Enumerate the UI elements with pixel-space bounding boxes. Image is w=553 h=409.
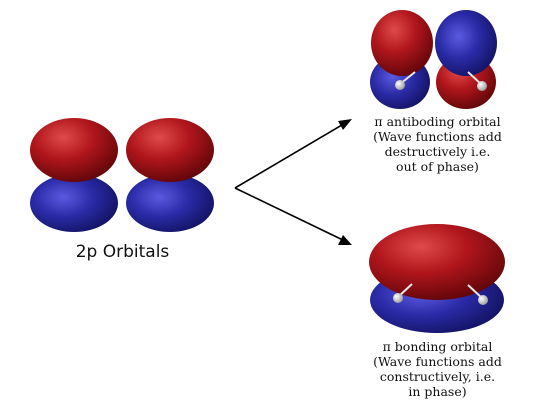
arrows	[234, 119, 352, 245]
antibonding-line: destructively i.e.	[384, 144, 491, 159]
p-orbital-right	[126, 118, 214, 232]
antibonding-line: (Wave functions add	[373, 129, 502, 144]
antibonding-caption: π antiboding orbital (Wave functions add…	[355, 114, 520, 174]
atom	[477, 81, 487, 91]
red-lobe	[369, 224, 505, 300]
bonding-caption: π bonding orbital (Wave functions add co…	[355, 339, 520, 399]
arrow-to-antibonding	[234, 121, 348, 189]
atom	[395, 80, 405, 90]
bonding-line: in phase)	[408, 384, 467, 399]
bonding-line: (Wave functions add	[373, 354, 502, 369]
p-orbitals-label: 2p Orbitals	[75, 242, 170, 262]
pi-antibonding-orbital	[370, 10, 497, 109]
pi-bonding-orbital	[369, 224, 505, 333]
atom	[393, 293, 403, 303]
arrowhead-icon	[338, 235, 352, 245]
antibonding-line: out of phase)	[396, 159, 479, 174]
blue-lobe	[435, 10, 497, 76]
blue-lobe	[30, 174, 118, 232]
p-orbital-left	[30, 118, 118, 232]
bonding-title: π bonding orbital	[382, 339, 493, 354]
antibonding-title: π antiboding orbital	[374, 114, 501, 129]
arrow-to-bonding	[234, 187, 348, 243]
red-lobe	[30, 118, 118, 182]
blue-lobe	[126, 174, 214, 232]
red-lobe	[126, 118, 214, 182]
atom	[478, 295, 488, 305]
arrowhead-icon	[338, 119, 352, 130]
red-lobe	[371, 10, 433, 76]
bonding-line: constructively, i.e.	[379, 369, 496, 384]
